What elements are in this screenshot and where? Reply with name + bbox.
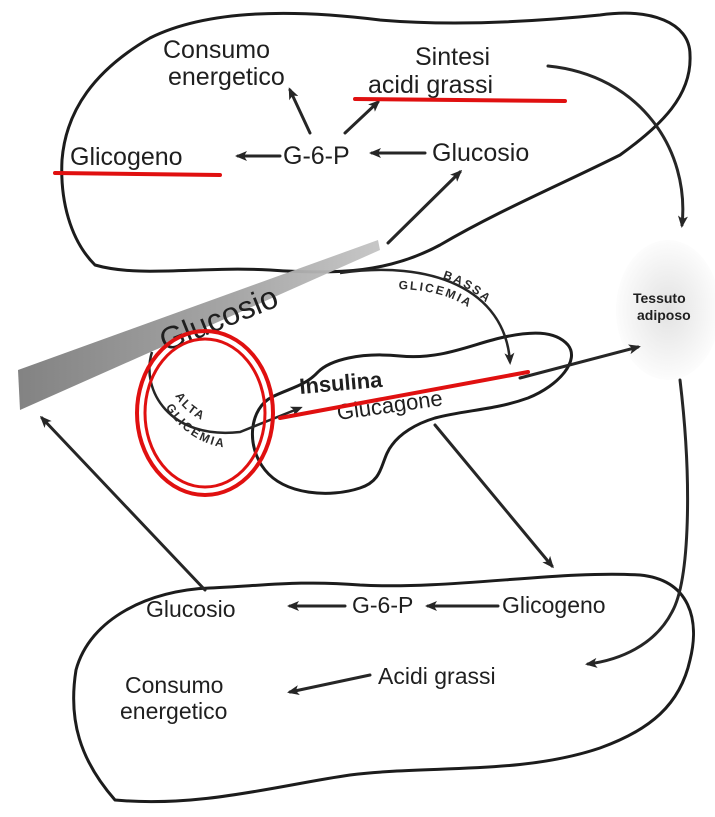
underline-glicogeno bbox=[55, 173, 220, 175]
bottom-consumo-line2: energetico bbox=[120, 698, 227, 724]
arrow-g6p-to-sintesi bbox=[345, 102, 378, 133]
bottom-consumo-line1: Consumo bbox=[125, 672, 223, 698]
top-sintesi-line2: acidi grassi bbox=[368, 71, 493, 99]
svg-text:GLICEMIA: GLICEMIA bbox=[398, 278, 475, 311]
bottom-g6p: G-6-P bbox=[352, 592, 413, 618]
arrow-liver-glucose-to-blood bbox=[42, 418, 205, 590]
arrow-glucagone-to-liver bbox=[435, 425, 552, 566]
top-glicogeno: Glicogeno bbox=[70, 143, 183, 171]
underline-sintesi-acidi-grassi bbox=[355, 99, 565, 101]
bottom-acidi-grassi: Acidi grassi bbox=[378, 663, 496, 689]
arrow-blood-to-liver bbox=[388, 172, 460, 243]
top-consumo-line2: energetico bbox=[168, 63, 285, 91]
top-g6p: G-6-P bbox=[283, 142, 350, 170]
adipose-label-line2: adiposo bbox=[637, 307, 691, 323]
arrow-g6p-to-consumo bbox=[290, 90, 310, 133]
arrow-acidi-to-consumo-bottom bbox=[290, 675, 370, 692]
top-sintesi-line1: Sintesi bbox=[415, 43, 490, 71]
arrow-glucagone-to-adipose bbox=[520, 347, 638, 378]
top-glucosio: Glucosio bbox=[432, 139, 529, 167]
top-consumo-line1: Consumo bbox=[163, 36, 270, 64]
pancreas-insulina: Insulina bbox=[298, 367, 384, 399]
glicemia-low-label: GLICEMIA bbox=[398, 278, 475, 311]
adipose-label-line1: Tessuto bbox=[633, 290, 686, 306]
bottom-glucosio: Glucosio bbox=[146, 596, 235, 622]
arrow-sintesi-to-adipose bbox=[548, 66, 683, 225]
blood-glucose-label: Glucosio bbox=[154, 278, 283, 358]
arrow-adipose-to-acidi-grassi bbox=[588, 380, 688, 664]
bottom-glicogeno: Glicogeno bbox=[502, 592, 606, 618]
